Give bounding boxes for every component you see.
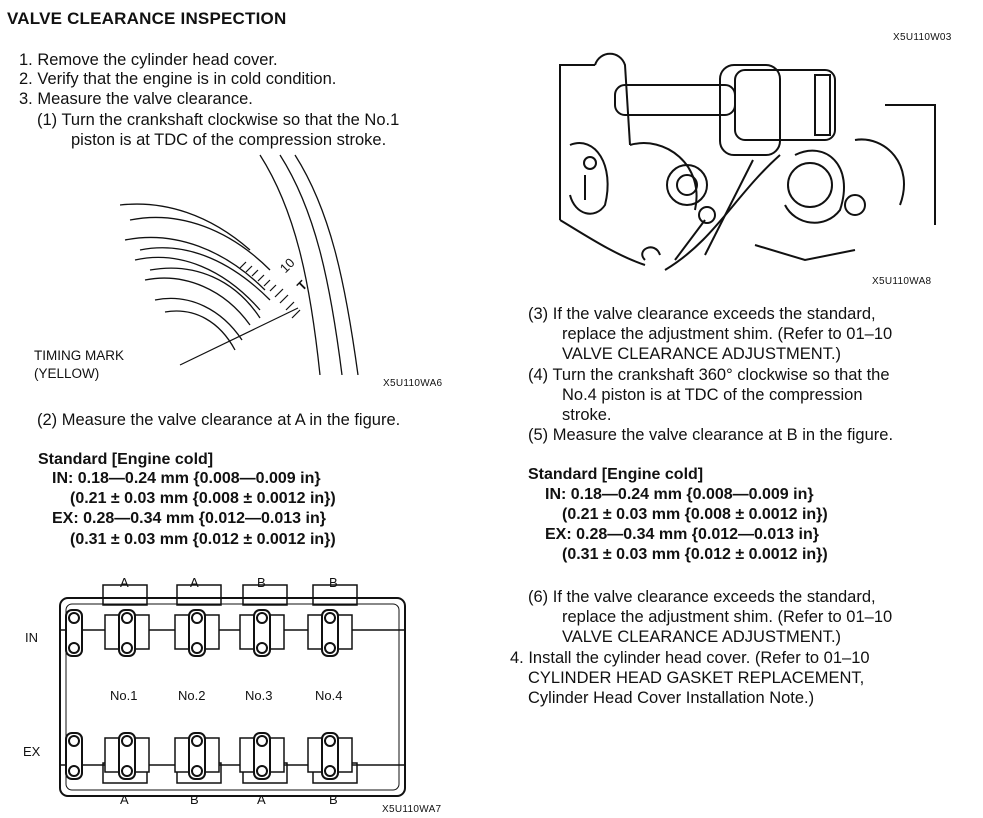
step-4-line2: CYLINDER HEAD GASKET REPLACEMENT, — [528, 669, 865, 687]
top-label-3: B — [257, 575, 266, 590]
intake-label: IN — [25, 630, 38, 645]
figure-code-wa7: X5U110WA7 — [382, 804, 442, 815]
bottom-label-3: A — [257, 792, 266, 807]
timing-mark-label: TIMING MARK — [34, 348, 124, 363]
figure-code-w03: X5U110W03 — [893, 32, 952, 43]
standard-in-nominal-left: (0.21 ± 0.03 mm {0.008 ± 0.0012 in}) — [70, 490, 336, 507]
substep-2: (2) Measure the valve clearance at A in … — [37, 411, 401, 429]
step-3: 3. Measure the valve clearance. — [19, 90, 253, 108]
page-title: VALVE CLEARANCE INSPECTION — [7, 9, 287, 28]
standard-heading-right: Standard [Engine cold] — [528, 466, 704, 483]
bottom-label-2: B — [190, 792, 199, 807]
step-4-line1: 4. Install the cylinder head cover. (Ref… — [510, 649, 870, 667]
standard-heading-left: Standard [Engine cold] — [38, 451, 214, 468]
crank-pulley-figure: 10 T — [120, 150, 360, 375]
step-4-line3: Cylinder Head Cover Installation Note.) — [528, 689, 815, 707]
substep-1-line1: (1) Turn the crankshaft clockwise so tha… — [37, 111, 400, 129]
substep-4-line3: stroke. — [562, 406, 612, 424]
top-label-2: A — [190, 575, 199, 590]
standard-ex-left: EX: 0.28—0.34 mm {0.012—0.013 in} — [52, 510, 326, 527]
timing-mark-color-label: (YELLOW) — [34, 366, 100, 381]
cylinder-1-label: No.1 — [110, 688, 138, 703]
standard-ex-nominal-left: (0.31 ± 0.03 mm {0.012 ± 0.0012 in}) — [70, 531, 336, 548]
substep-6-line1: (6) If the valve clearance exceeds the s… — [528, 588, 876, 606]
substep-3-line2: replace the adjustment shim. (Refer to 0… — [562, 325, 893, 343]
figure-code-wa6: X5U110WA6 — [383, 378, 443, 389]
substep-5: (5) Measure the valve clearance at B in … — [528, 426, 894, 444]
standard-in-nominal-right: (0.21 ± 0.03 mm {0.008 ± 0.0012 in}) — [562, 506, 828, 523]
exhaust-label: EX — [23, 744, 41, 759]
cylinder-2-label: No.2 — [178, 688, 206, 703]
step-2: 2. Verify that the engine is in cold con… — [19, 70, 337, 88]
substep-3-line1: (3) If the valve clearance exceeds the s… — [528, 305, 876, 323]
cylinder-3-label: No.3 — [245, 688, 273, 703]
standard-in-left: IN: 0.18—0.24 mm {0.008—0.009 in} — [52, 470, 321, 487]
substep-4-line2: No.4 piston is at TDC of the compression — [562, 386, 863, 404]
feeler-gauge-figure — [555, 45, 940, 275]
substep-6-line2: replace the adjustment shim. (Refer to 0… — [562, 608, 893, 626]
standard-ex-nominal-right: (0.31 ± 0.03 mm {0.012 ± 0.0012 in}) — [562, 546, 828, 563]
bottom-label-4: B — [329, 792, 338, 807]
cylinder-head-figure: A A B B A B A B No.1 No.2 No.3 No.4 IN E… — [0, 570, 441, 818]
standard-ex-right: EX: 0.28—0.34 mm {0.012—0.013 in} — [545, 526, 819, 543]
cylinder-4-label: No.4 — [315, 688, 343, 703]
figure-code-wa8: X5U110WA8 — [872, 276, 932, 287]
step-1: 1. Remove the cylinder head cover. — [19, 51, 278, 69]
substep-1-line2: piston is at TDC of the compression stro… — [71, 131, 387, 149]
substep-4-line1: (4) Turn the crankshaft 360° clockwise s… — [528, 366, 890, 384]
top-label-1: A — [120, 575, 129, 590]
substep-6-line3: VALVE CLEARANCE ADJUSTMENT.) — [562, 628, 842, 646]
top-label-4: B — [329, 575, 338, 590]
bottom-label-1: A — [120, 792, 129, 807]
standard-in-right: IN: 0.18—0.24 mm {0.008—0.009 in} — [545, 486, 814, 503]
substep-3-line3: VALVE CLEARANCE ADJUSTMENT.) — [562, 345, 842, 363]
